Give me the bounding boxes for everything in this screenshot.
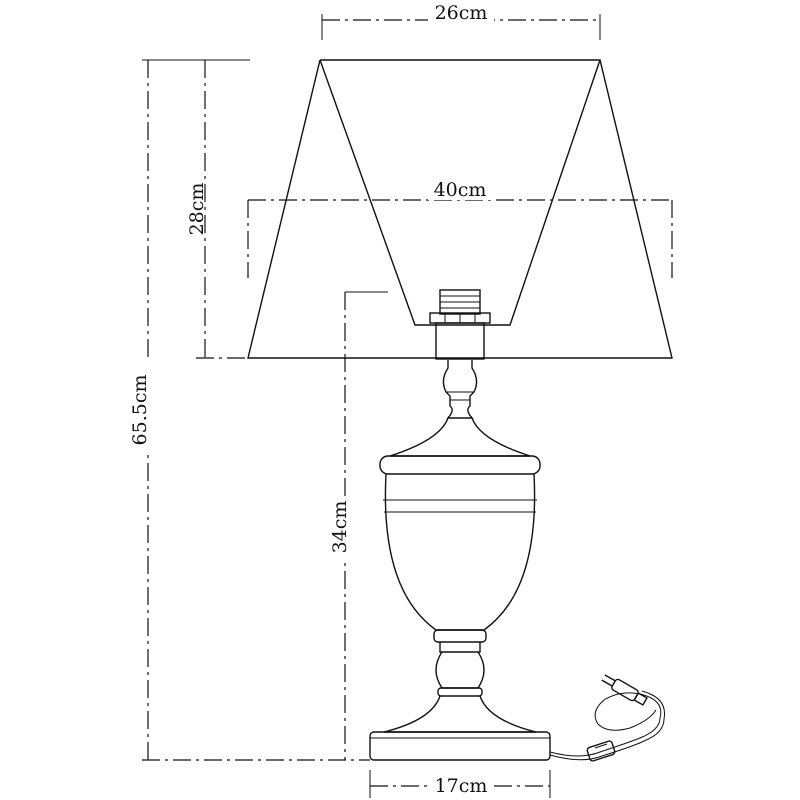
shade-top-width-label: 26cm	[435, 2, 488, 24]
base-height-label: 34cm	[329, 501, 351, 554]
lamp-body	[369, 360, 551, 761]
dimension-lines	[142, 14, 673, 798]
shade-bottom-width-label: 40cm	[434, 179, 487, 201]
shade-height-label: 28cm	[186, 183, 208, 236]
lamp-shade	[247, 59, 673, 359]
power-cord	[549, 674, 666, 762]
total-height-label: 65.5cm	[129, 375, 151, 446]
lamp-socket	[429, 289, 491, 360]
base-width-label: 17cm	[435, 775, 488, 797]
